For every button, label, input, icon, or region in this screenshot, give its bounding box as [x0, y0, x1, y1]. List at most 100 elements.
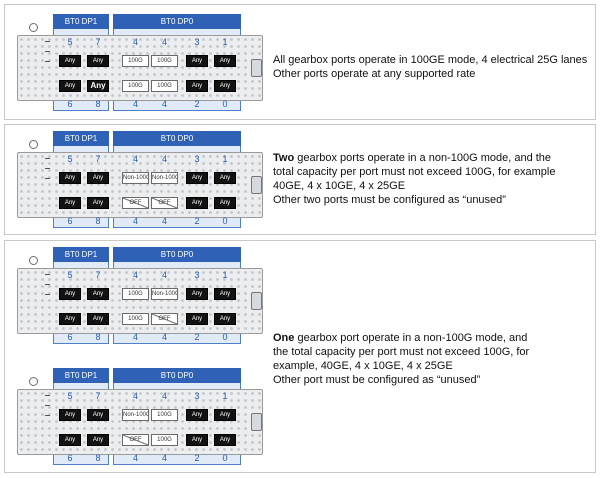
port-number-bottom: 2	[194, 99, 200, 109]
port-number-bottom: 4	[132, 332, 138, 342]
led-tick-icon	[45, 405, 50, 406]
port-top-4: Any	[186, 55, 208, 67]
port-number-top: 7	[95, 391, 101, 401]
port-bottom-0: Any	[59, 313, 81, 325]
port-top-0: Any	[59, 172, 81, 184]
port-top-5: Any	[214, 409, 236, 421]
port-top-1: Any	[87, 172, 109, 184]
port-bottom-1: Any	[87, 313, 109, 325]
port-top-2: Non-100G	[122, 172, 149, 184]
description-line: Other ports operate at any supported rat…	[273, 68, 476, 80]
port-number-top: 4	[161, 391, 167, 401]
port-bottom-2: OFF	[122, 434, 149, 446]
port-number-top: 4	[132, 154, 138, 164]
latch-icon	[251, 59, 262, 77]
port-number-bottom: 4	[132, 216, 138, 226]
port-number-top: 7	[95, 154, 101, 164]
port-bottom-1: Any	[87, 434, 109, 446]
port-number-bottom: 0	[222, 216, 228, 226]
port-top-0: Any	[59, 55, 81, 67]
port-bottom-3: OFF	[151, 313, 178, 325]
latch-icon	[251, 176, 262, 194]
port-top-2: 100G	[122, 55, 149, 67]
port-number-top: 5	[67, 37, 73, 47]
led-tick-icon	[45, 178, 50, 179]
port-number-bottom: 2	[194, 332, 200, 342]
port-number-top: 7	[95, 37, 101, 47]
port-number-top: 4	[132, 37, 138, 47]
port-number-top: 5	[67, 391, 73, 401]
port-number-bottom: 6	[67, 99, 73, 109]
header-bt0-dp0: BT0 DP0	[113, 131, 241, 146]
description-bold: Two	[273, 152, 295, 164]
port-bottom-4: Any	[186, 80, 208, 92]
description-line: Other port must be configured as “unused…	[273, 374, 481, 386]
port-top-5: Any	[214, 172, 236, 184]
port-bottom-1: Any	[87, 80, 109, 92]
header-bt0-dp1: BT0 DP1	[53, 368, 109, 383]
port-number-bottom: 4	[161, 453, 167, 463]
description-line: Other two ports must be configured as “u…	[273, 194, 506, 206]
port-bottom-0: Any	[59, 197, 81, 209]
led-tick-icon	[45, 158, 50, 159]
port-number-bottom: 0	[222, 332, 228, 342]
port-number-bottom: 4	[161, 216, 167, 226]
description-line: total capacity per port must not exceed …	[273, 166, 556, 178]
port-number-top: 4	[132, 391, 138, 401]
port-bottom-5: Any	[214, 197, 236, 209]
port-bottom-2: 100G	[122, 80, 149, 92]
power-knob-icon	[29, 23, 38, 32]
port-top-5: Any	[214, 55, 236, 67]
description-line: the total capacity per port must not exc…	[273, 346, 530, 358]
port-top-4: Any	[186, 172, 208, 184]
description-line: gearbox port operate in a non-100G mode,…	[294, 332, 528, 344]
port-number-top: 7	[95, 270, 101, 280]
port-number-top: 1	[222, 37, 228, 47]
port-number-top: 4	[161, 37, 167, 47]
port-number-bottom: 6	[67, 453, 73, 463]
port-number-bottom: 8	[95, 332, 101, 342]
port-number-top: 4	[132, 270, 138, 280]
port-bottom-4: Any	[186, 434, 208, 446]
port-number-bottom: 2	[194, 453, 200, 463]
led-tick-icon	[45, 294, 50, 295]
port-number-bottom: 0	[222, 453, 228, 463]
port-number-top: 5	[67, 154, 73, 164]
description-line: All gearbox ports operate in 100GE mode,…	[273, 54, 588, 66]
port-bottom-4: Any	[186, 313, 208, 325]
power-knob-icon	[29, 256, 38, 265]
led-tick-icon	[45, 61, 50, 62]
panel-description: Two gearbox ports operate in a non-100G …	[273, 151, 593, 207]
port-bottom-0: Any	[59, 434, 81, 446]
led-tick-icon	[45, 274, 50, 275]
port-number-top: 3	[194, 270, 200, 280]
port-number-bottom: 8	[95, 453, 101, 463]
port-number-top: 3	[194, 391, 200, 401]
port-number-bottom: 4	[132, 99, 138, 109]
port-top-4: Any	[186, 288, 208, 300]
header-bt0-dp1: BT0 DP1	[53, 14, 109, 29]
port-top-1: Any	[87, 288, 109, 300]
port-top-0: Any	[59, 409, 81, 421]
port-bottom-4: Any	[186, 197, 208, 209]
port-bottom-5: Any	[214, 313, 236, 325]
led-tick-icon	[45, 168, 50, 169]
port-bottom-3: 100G	[151, 80, 178, 92]
header-bt0-dp1: BT0 DP1	[53, 247, 109, 262]
description-bold: One	[273, 332, 295, 344]
port-top-1: Any	[87, 409, 109, 421]
port-bottom-2: 100G	[122, 313, 149, 325]
led-tick-icon	[45, 51, 50, 52]
led-tick-icon	[45, 284, 50, 285]
panel-description: One gearbox port operate in a non-100G m…	[273, 331, 593, 387]
port-number-bottom: 8	[95, 99, 101, 109]
port-bottom-3: OFF	[151, 197, 178, 209]
led-tick-icon	[45, 395, 50, 396]
port-number-top: 1	[222, 391, 228, 401]
port-top-3: 100G	[151, 55, 178, 67]
